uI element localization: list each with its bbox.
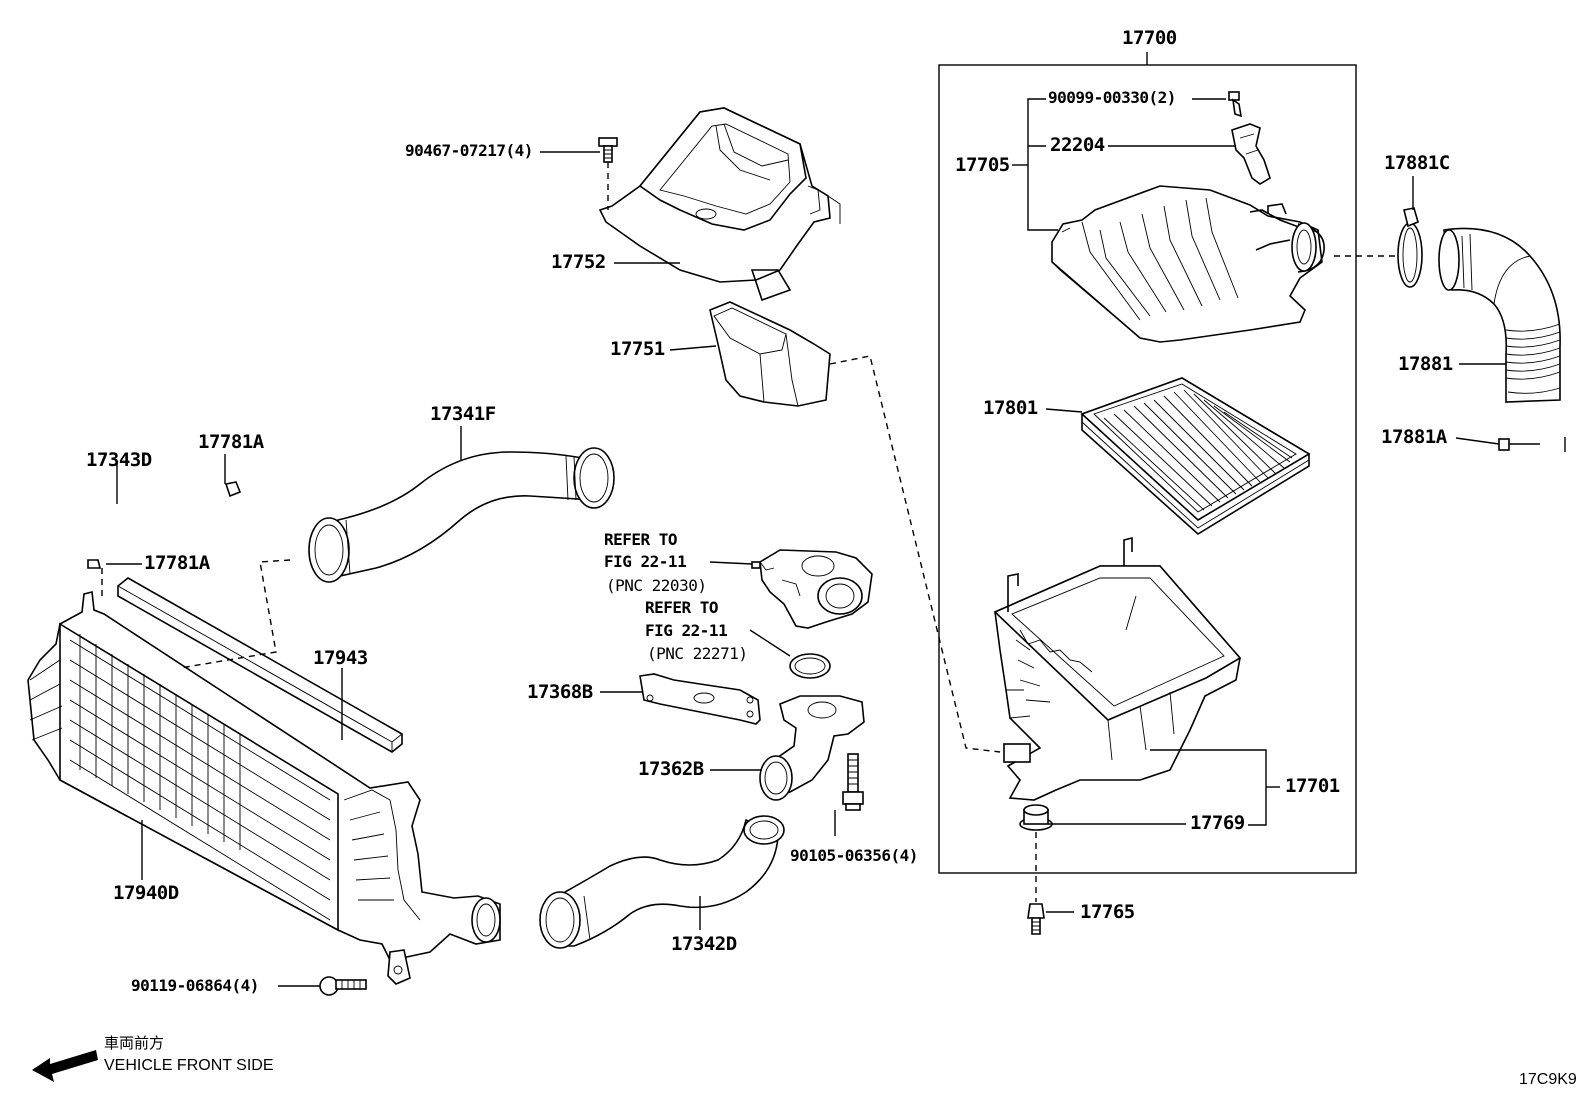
label-17881A: 17881A: [1381, 426, 1447, 448]
label-17343D: 17343D: [86, 449, 152, 471]
label-90105-06356: 90105-06356(4): [790, 846, 918, 865]
label-17342D: 17342D: [671, 933, 737, 955]
label-17700: 17700: [1122, 27, 1177, 49]
screw-90099: [1228, 91, 1243, 118]
direction-english: VEHICLE FRONT SIDE: [104, 1057, 274, 1074]
intake-hose-17881: [1438, 227, 1561, 403]
air-cleaner-case: [993, 536, 1242, 801]
label-17701: 17701: [1285, 775, 1340, 797]
label-17940D: 17940D: [113, 882, 179, 904]
label-17881: 17881: [1398, 353, 1453, 375]
dashed-guide-lines: [101, 162, 1396, 902]
label-90119-06864: 90119-06864(4): [131, 976, 259, 995]
throttle-body: [751, 549, 873, 629]
label-17781A-top: 17781A: [198, 431, 264, 453]
screw-17881A: [1498, 437, 1566, 452]
refer-note-2-line3: (PNC 22271): [647, 644, 748, 663]
label-22204: 22204: [1050, 134, 1105, 156]
label-17881C: 17881C: [1384, 152, 1450, 174]
bracket-17368B: [639, 673, 761, 725]
label-17765: 17765: [1080, 901, 1135, 923]
bolt-90119: [319, 976, 367, 996]
clamp-17881C: [1397, 207, 1423, 288]
intercooler-hose-17342D: [539, 815, 785, 949]
label-90467-07217: 90467-07217(4): [405, 141, 533, 160]
refer-note-1-line1: REFER TO: [604, 530, 678, 549]
refer-note-1-line2: FIG 22-11: [604, 552, 687, 571]
air-duct-17751: [709, 301, 831, 407]
air-duct-17752: [598, 107, 841, 302]
label-17769: 17769: [1190, 812, 1245, 834]
intercooler-17940D: [27, 591, 501, 985]
label-17943: 17943: [313, 647, 368, 669]
air-filter-element: [1080, 377, 1311, 535]
label-17801: 17801: [983, 397, 1038, 419]
refer-note-2-line1: REFER TO: [645, 598, 719, 617]
air-connector-17362B: [759, 695, 865, 801]
label-17781A-bottom: 17781A: [144, 552, 210, 574]
direction-japanese: 車両前方: [104, 1035, 165, 1052]
bolt-90467: [598, 137, 618, 163]
label-17362B: 17362B: [638, 758, 704, 780]
refer-note-2-line2: FIG 22-11: [645, 621, 728, 640]
label-90099-00330: 90099-00330(2): [1048, 88, 1176, 107]
label-17705: 17705: [955, 154, 1010, 176]
label-17368B: 17368B: [527, 681, 593, 703]
gasket: [789, 653, 831, 679]
label-17751: 17751: [610, 338, 665, 360]
refer-note-1-line3: (PNC 22030): [606, 576, 707, 595]
intercooler-hose-17341F: [308, 447, 615, 583]
air-cleaner-cap: [1051, 185, 1325, 343]
label-17752: 17752: [551, 251, 606, 273]
sensor-22204: [1231, 123, 1271, 185]
drawing-code: 17C9K9: [1519, 1071, 1577, 1088]
front-arrow-icon: [32, 1050, 98, 1082]
bolt-90105: [842, 753, 864, 811]
grommet-17769: [1019, 804, 1053, 831]
hose-17343D: [86, 481, 242, 569]
seal-17943: [117, 577, 403, 753]
label-17341F: 17341F: [430, 403, 496, 425]
bolt-17765: [1027, 903, 1045, 935]
leader-lines: [106, 98, 1506, 987]
